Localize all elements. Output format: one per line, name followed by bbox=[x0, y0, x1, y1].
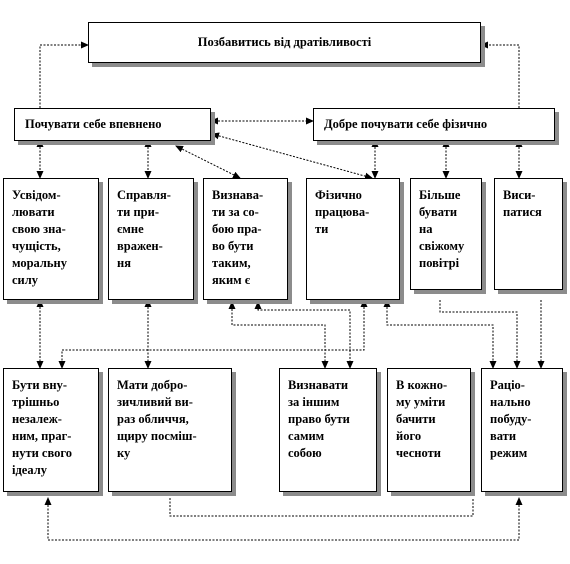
level2-box-3: Визнава- ти за со- бою пра- во бути таки… bbox=[203, 178, 288, 300]
level3-label-2: Мати добро- зичливий ви- раз обличчя, щи… bbox=[117, 378, 197, 460]
level2-box-1: Усвідом- лювати свою зна- чущість, морал… bbox=[3, 178, 99, 300]
link-confident-physical-work bbox=[211, 132, 373, 180]
level2-label-1: Усвідом- лювати свою зна- чущість, морал… bbox=[12, 188, 67, 287]
level2-label-4: Фізично працюва- ти bbox=[315, 188, 370, 236]
confident-box: Почувати себе впевнено bbox=[14, 108, 211, 141]
level3-box-4: В кожно- му умiти бачити його чесноти bbox=[387, 368, 471, 492]
link-physical-goal bbox=[480, 41, 520, 108]
level2-box-5: Більше бувати на свіжому повітрі bbox=[410, 178, 482, 290]
level3-box-2: Мати добро- зичливий ви- раз обличчя, щи… bbox=[108, 368, 232, 492]
level2-label-2: Справля- ти при- ємне вражен- ня bbox=[117, 188, 171, 270]
link-rightself-others-2 bbox=[254, 301, 354, 369]
level3-label-1: Бути вну- трішньо незалеж- ним, праг- ну… bbox=[12, 378, 72, 477]
link-friendly-bottom bbox=[169, 498, 474, 517]
level2-box-6: Виси- патися bbox=[494, 178, 563, 290]
level3-label-5: Раціо- нально побуду- вати режим bbox=[490, 378, 532, 460]
link-physical-work-regime bbox=[383, 299, 497, 369]
link-independent-regime bbox=[44, 497, 523, 541]
goal-label: Позбавитись від дратівливості bbox=[197, 35, 372, 49]
level2-box-2: Справля- ти при- ємне вражен- ня bbox=[108, 178, 194, 300]
physical-box: Добре почувати себе фізично bbox=[313, 108, 555, 141]
link-confident-goal bbox=[39, 41, 89, 108]
link-confident-right-self bbox=[175, 145, 241, 179]
level3-label-4: В кожно- му умiти бачити його чесноти bbox=[396, 378, 448, 460]
confident-label: Почувати себе впевнено bbox=[25, 117, 162, 131]
goal-box: Позбавитись від дратівливості bbox=[88, 22, 481, 63]
level2-box-4: Фізично працюва- ти bbox=[306, 178, 400, 300]
level3-label-3: Визнавати за іншим право бути самим собо… bbox=[288, 378, 350, 460]
level3-box-1: Бути вну- трішньо незалеж- ним, праг- ну… bbox=[3, 368, 99, 492]
level2-label-6: Виси- патися bbox=[503, 188, 542, 219]
link-physical-work-independent bbox=[58, 299, 368, 369]
level2-label-5: Більше бувати на свіжому повітрі bbox=[419, 188, 465, 270]
level3-box-3: Визнавати за іншим право бути самим собо… bbox=[279, 368, 377, 492]
physical-label: Добре почувати себе фізично bbox=[324, 117, 488, 131]
level3-box-5: Раціо- нально побуду- вати режим bbox=[481, 368, 563, 492]
level2-label-3: Визнава- ти за со- бою пра- во бути таки… bbox=[212, 188, 264, 287]
link-air-regime bbox=[439, 300, 521, 369]
link-rightself-others bbox=[228, 301, 329, 369]
